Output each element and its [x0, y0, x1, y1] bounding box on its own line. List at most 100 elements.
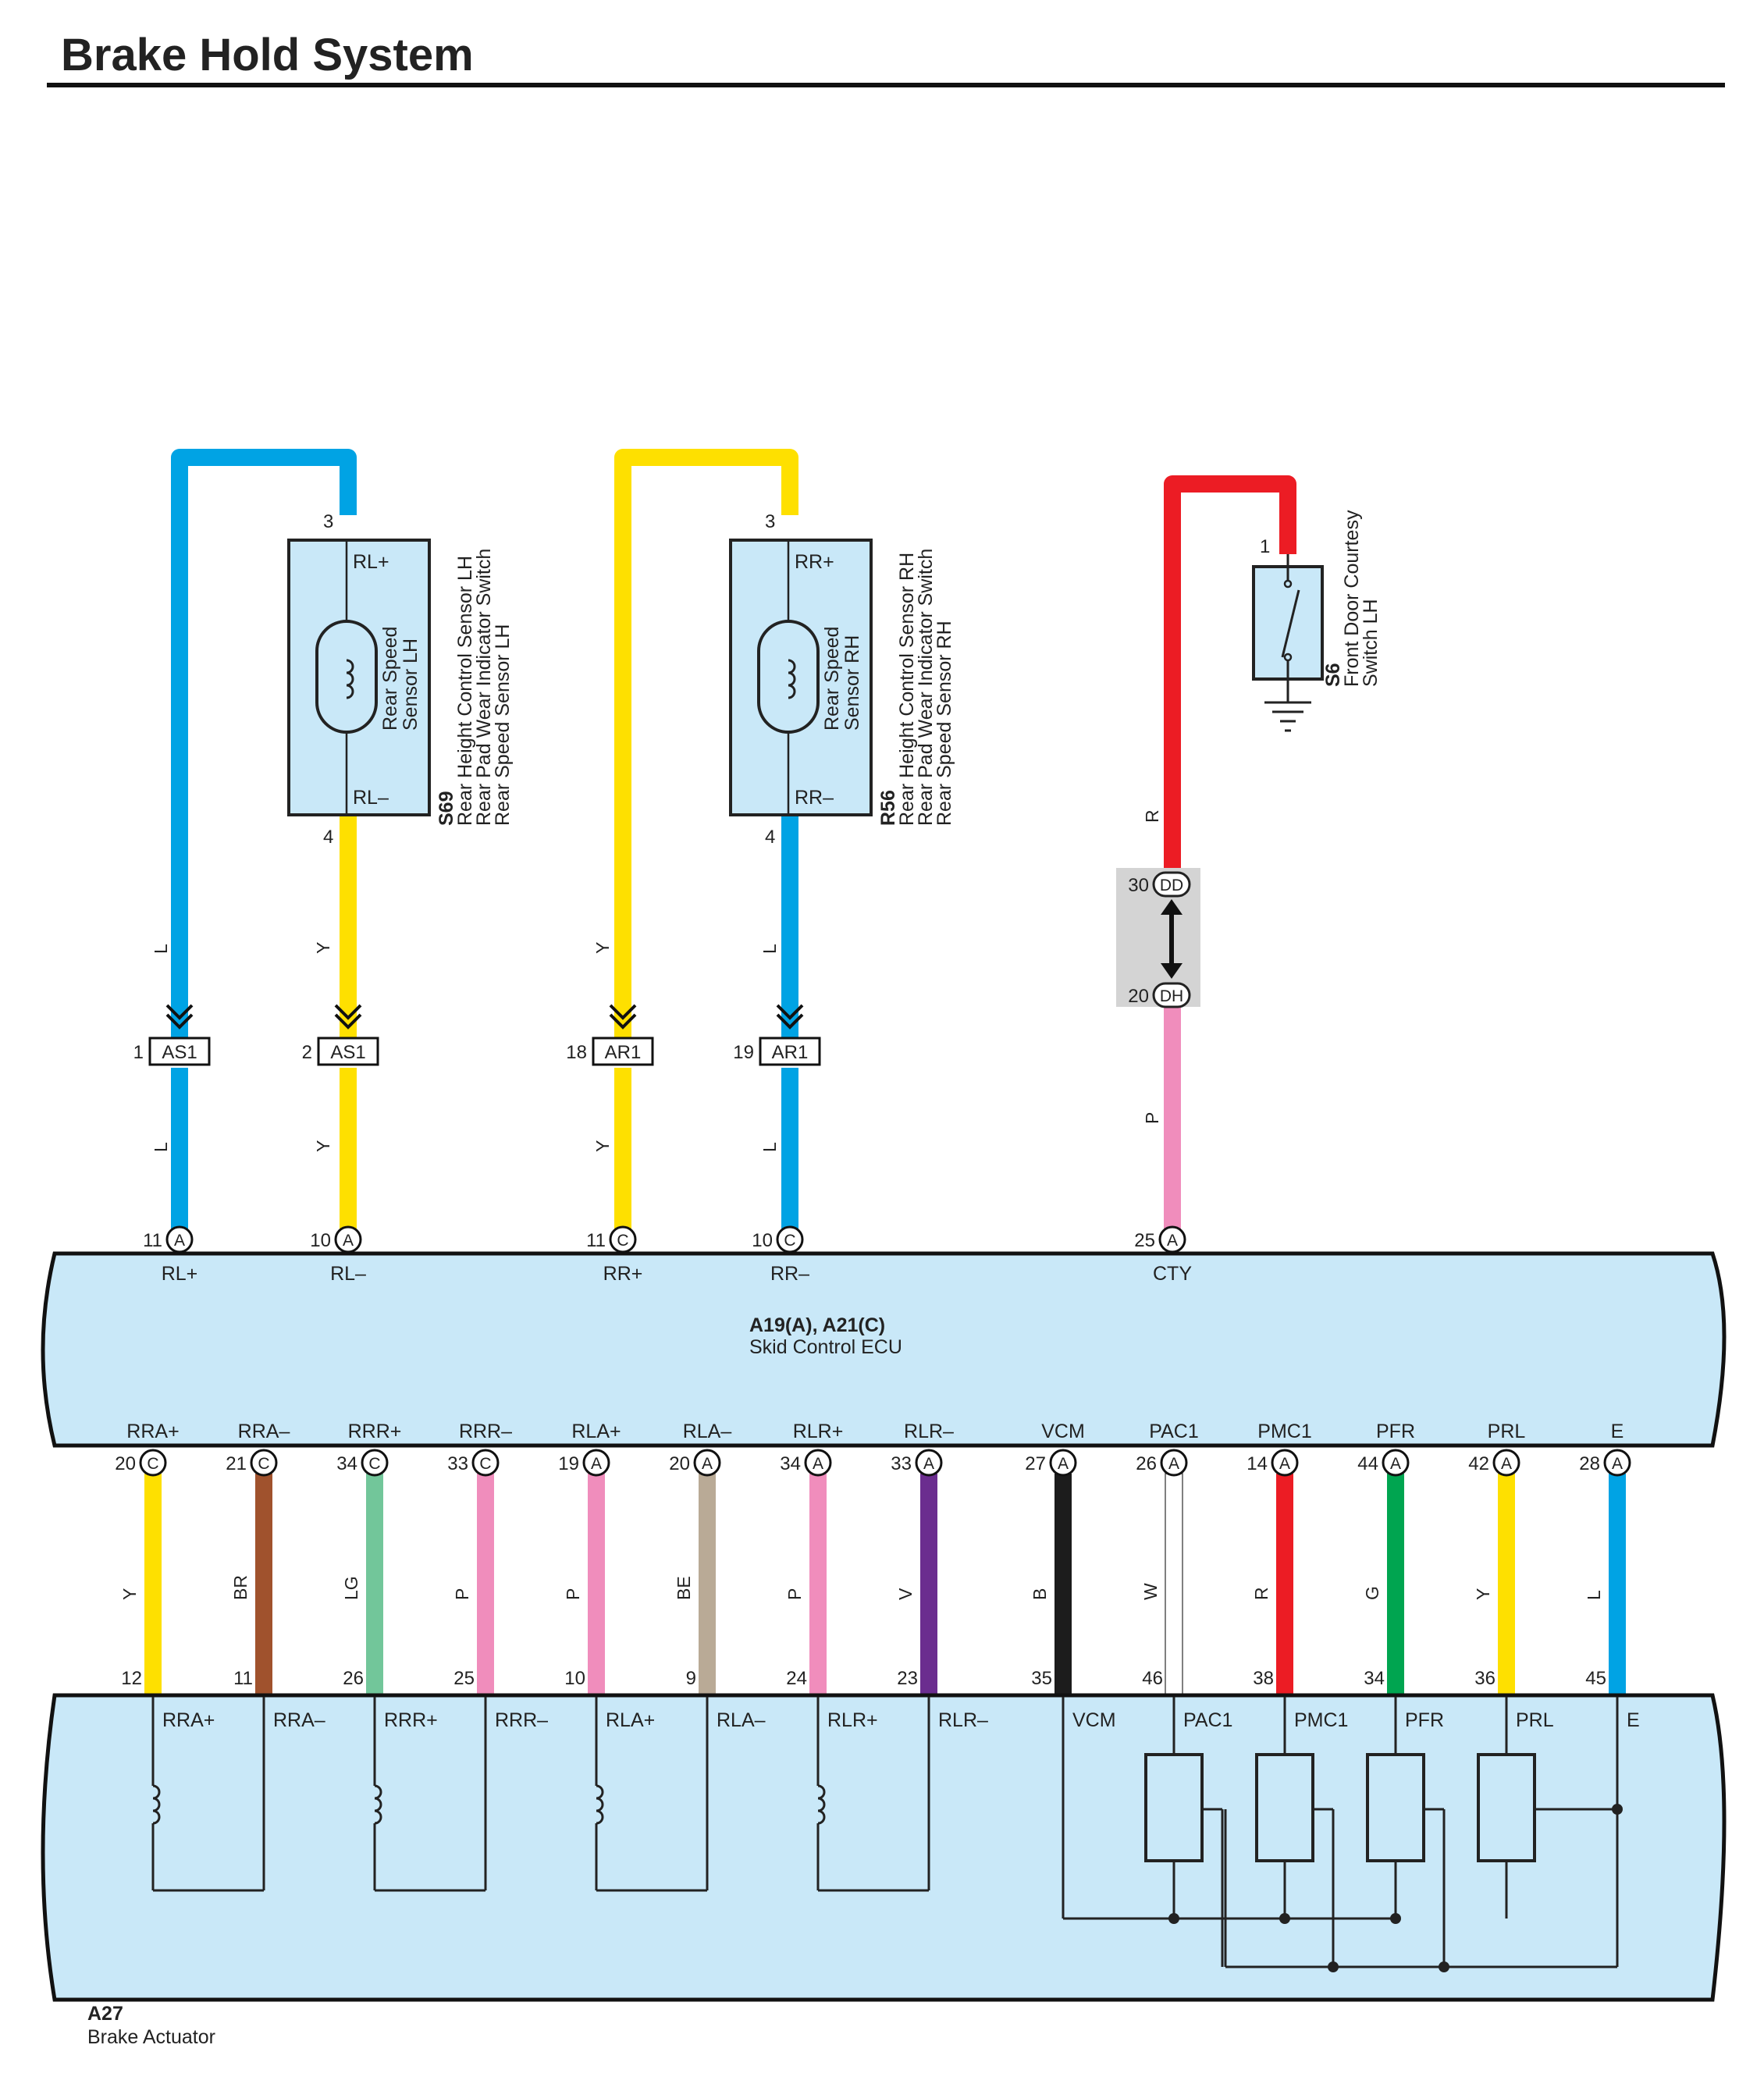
actuator-pin: 25: [453, 1668, 475, 1689]
ecu-terminal-circle: [582, 1449, 610, 1477]
actuator-terminal-label: RLR+: [827, 1709, 878, 1731]
coil-icon: [152, 1784, 161, 1825]
svg-text:P: P: [1142, 1112, 1162, 1124]
ecu-terminal-pin: 44: [1357, 1453, 1378, 1474]
ecu-terminal-pin: 33: [891, 1453, 912, 1474]
actuator-terminal-label: RRA+: [162, 1709, 215, 1731]
sensor-lh-inner-1: Rear Speed: [379, 627, 401, 731]
actuator-terminal-label: RRR–: [495, 1709, 548, 1731]
ecu-terminal-conn: A: [702, 1455, 713, 1473]
ecu-terminal-pin: 20: [669, 1453, 690, 1474]
chevron-down-icon: [165, 1004, 194, 1029]
ecu-terminal-conn: C: [258, 1455, 269, 1473]
ecu-terminal-circle: [1603, 1449, 1631, 1477]
svg-text:2: 2: [302, 1042, 312, 1063]
pressure-sensor: [1366, 1753, 1425, 1862]
actuator-body: [41, 1693, 1727, 2002]
actuator-pin: 10: [564, 1668, 585, 1689]
wire-code: LG: [341, 1576, 361, 1600]
ecu-terminal-label: RL+: [162, 1263, 198, 1285]
door-switch-name-1: Front Door Courtesy: [1341, 510, 1363, 687]
chevron-down-icon: [776, 1004, 804, 1029]
wire-y: [1498, 1474, 1515, 1697]
wire-l: [1609, 1474, 1626, 1697]
coil-icon: [596, 1784, 604, 1825]
ecu-terminal-pin: 25: [1134, 1230, 1155, 1251]
skid-control-ecu: A19(A), A21(C) Skid Control ECU: [41, 1251, 1727, 1448]
ecu-terminal-label: VCM: [1041, 1421, 1085, 1442]
ecu-terminal-circle: [471, 1449, 500, 1477]
ecu-terminal-circle: [776, 1225, 804, 1254]
ecu-terminal-conn: A: [174, 1232, 185, 1250]
door-switch-pin: 1: [1260, 536, 1270, 557]
ecu-terminal-pin: 10: [752, 1230, 773, 1251]
sensor-lh-name-1: Rear Height Control Sensor LH: [454, 556, 476, 826]
door-switch: 1 S6 Front Door Courtesy Switch LH: [1252, 510, 1382, 732]
pressure-sensor: [1144, 1753, 1204, 1862]
ecu-terminal-conn: A: [591, 1455, 602, 1473]
sensor-lh-term-top: RL+: [353, 551, 389, 573]
svg-text:AS1: AS1: [330, 1042, 365, 1063]
wire-code: P: [563, 1588, 583, 1600]
ecu-terminal-conn: C: [479, 1455, 491, 1473]
actuator-terminal-label: RLA–: [717, 1709, 766, 1731]
wire-p: [477, 1474, 494, 1697]
wire-code: G: [1362, 1586, 1382, 1600]
actuator-pin: 26: [343, 1668, 364, 1689]
svg-text:R: R: [1142, 809, 1162, 823]
wire-code: Y: [119, 1588, 140, 1600]
wire-be: [699, 1474, 716, 1697]
actuator-terminal-label: PAC1: [1183, 1709, 1232, 1731]
ecu-bottom-terminals: RRA+C20RRA–C21RRR+C34RRR–C33RLA+A19RLA–A…: [115, 1421, 1631, 1477]
ecu-terminal-circle: [804, 1449, 832, 1477]
junction-dot: [1390, 1913, 1401, 1924]
ecu-terminal-label: PRL: [1488, 1421, 1526, 1442]
title-underline: [47, 83, 1725, 87]
ecu-terminal-circle: [693, 1449, 721, 1477]
junction-bottom-pin: 20: [1128, 986, 1149, 1007]
ecu-terminal-pin: 34: [780, 1453, 801, 1474]
ecu-terminal-conn: C: [784, 1232, 795, 1250]
wire-code: B: [1030, 1588, 1050, 1600]
svg-text:Y: Y: [592, 1140, 613, 1152]
ecu-terminal-conn: A: [923, 1455, 934, 1473]
actuator-pin: 24: [786, 1668, 807, 1689]
ecu-terminal-pin: 11: [143, 1230, 162, 1251]
ecu-terminal-pin: 27: [1025, 1453, 1046, 1474]
inline-connector-as1-1: AS1 1: [133, 1004, 211, 1066]
svg-text:L: L: [759, 944, 780, 954]
junction-dot: [1612, 1804, 1623, 1815]
junction-dot: [1328, 1961, 1339, 1972]
ecu-body: [41, 1251, 1727, 1448]
actuator-pin: 34: [1364, 1668, 1385, 1689]
ecu-terminal-label: RLR–: [904, 1421, 954, 1442]
switch-contact-icon: [1281, 589, 1300, 658]
ground-icon: [1264, 701, 1311, 732]
sensor-lh-pin-bottom: 4: [323, 827, 333, 848]
svg-text:Y: Y: [313, 1140, 333, 1152]
ecu-terminal-label: RLA–: [683, 1421, 732, 1442]
actuator-terminal-label: PMC1: [1294, 1709, 1348, 1731]
actuator-terminal-label: RRR+: [384, 1709, 438, 1731]
actuator-pin: 45: [1585, 1668, 1606, 1689]
sensor-rh-name-1: Rear Height Control Sensor RH: [896, 553, 918, 826]
junction-connector: DD DH 30 20: [1116, 868, 1200, 1008]
ecu-terminal-label: PMC1: [1257, 1421, 1311, 1442]
svg-text:18: 18: [566, 1042, 587, 1063]
wire-r: [1276, 1474, 1293, 1697]
inline-connector-ar1-18: AR1 18: [566, 1004, 654, 1066]
wire-code: R: [1251, 1587, 1271, 1600]
ecu-terminal-label: RR+: [603, 1263, 643, 1285]
ecu-name: Skid Control ECU: [749, 1336, 902, 1358]
svg-text:AR1: AR1: [605, 1042, 642, 1063]
actuator-pin: 23: [897, 1668, 918, 1689]
ecu-terminal-pin: 10: [310, 1230, 331, 1251]
wire-lg: [366, 1474, 383, 1697]
sensor-rh-inner-1: Rear Speed: [821, 627, 843, 731]
wire-code: BE: [674, 1576, 694, 1600]
ecu-terminal-label: CTY: [1153, 1263, 1192, 1285]
wire-w: [1165, 1473, 1183, 1698]
ecu-terminal-conn: A: [1167, 1232, 1178, 1250]
